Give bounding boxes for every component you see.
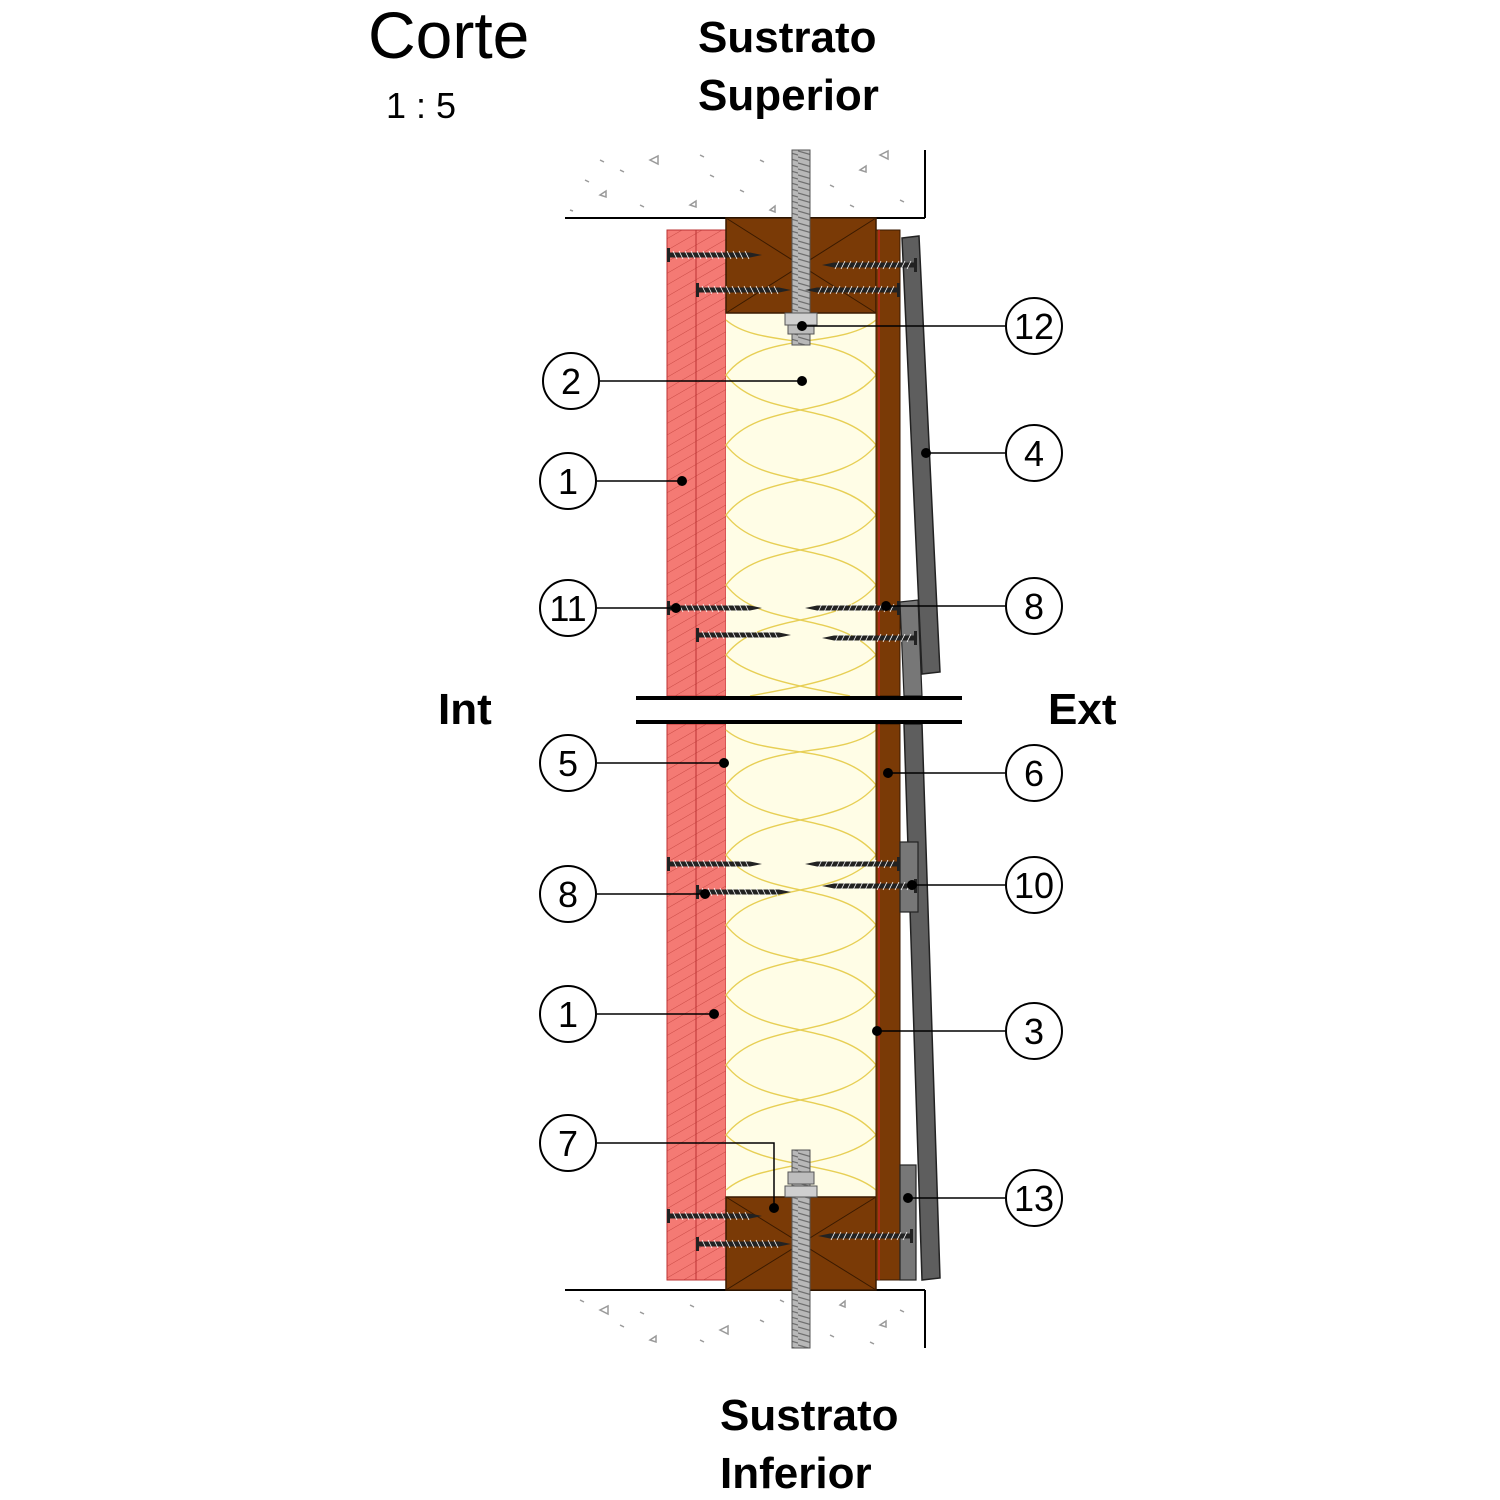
callout-5 [539, 734, 729, 792]
callout-number: 13 [1014, 1178, 1054, 1219]
exterior-label: Ext [1048, 685, 1117, 734]
threaded-anchor-rods [784, 149, 818, 1349]
callout-1-upper [539, 452, 687, 510]
callout-number: 8 [1024, 586, 1044, 627]
callout-number: 10 [1014, 865, 1054, 906]
callout-8-right [881, 577, 1063, 635]
top-substrate-label-line2: Superior [698, 71, 879, 120]
gypsum-board-layers [666, 229, 727, 1281]
callout-10 [907, 856, 1063, 914]
bottom-concrete-substrate [565, 1289, 926, 1348]
callout-number: 12 [1014, 306, 1054, 347]
callout-2 [542, 352, 807, 410]
callout-number: 8 [558, 874, 578, 915]
callout-numbers: 2 1 11 5 8 1 7 12 4 8 6 10 3 13 [549, 306, 1054, 1219]
bottom-substrate-label-line2: Inferior [720, 1449, 872, 1498]
bottom-substrate-label-line1: Sustrato [720, 1391, 898, 1440]
callout-8-left [539, 865, 710, 923]
callout-11 [539, 579, 681, 637]
callout-number: 4 [1024, 433, 1044, 474]
callout-number: 3 [1024, 1011, 1044, 1052]
section-break-lines [636, 696, 962, 724]
callout-number: 2 [561, 361, 581, 402]
callout-number: 7 [558, 1123, 578, 1164]
callout-3 [872, 1002, 1063, 1060]
callout-number: 11 [549, 588, 586, 629]
callouts-left [539, 352, 807, 1213]
exterior-timber-sheathing [875, 229, 901, 1281]
mineral-wool-insulation [725, 313, 877, 1197]
callout-1-lower [539, 985, 719, 1043]
drawing-title: Corte [368, 0, 529, 72]
callout-number: 5 [558, 743, 578, 784]
drawing-scale: 1 : 5 [386, 85, 456, 126]
callout-12 [797, 297, 1063, 355]
callout-number: 1 [558, 994, 578, 1035]
callouts-right [797, 297, 1063, 1227]
callout-4 [921, 424, 1063, 482]
interior-label: Int [438, 685, 492, 734]
callout-number: 1 [558, 461, 578, 502]
callout-13 [903, 1169, 1063, 1227]
callout-number: 6 [1024, 753, 1044, 794]
top-substrate-label-line1: Sustrato [698, 13, 876, 62]
exterior-cladding [899, 235, 941, 1281]
top-concrete-substrate [565, 149, 926, 219]
callout-6 [883, 744, 1063, 802]
callout-7 [539, 1114, 779, 1213]
